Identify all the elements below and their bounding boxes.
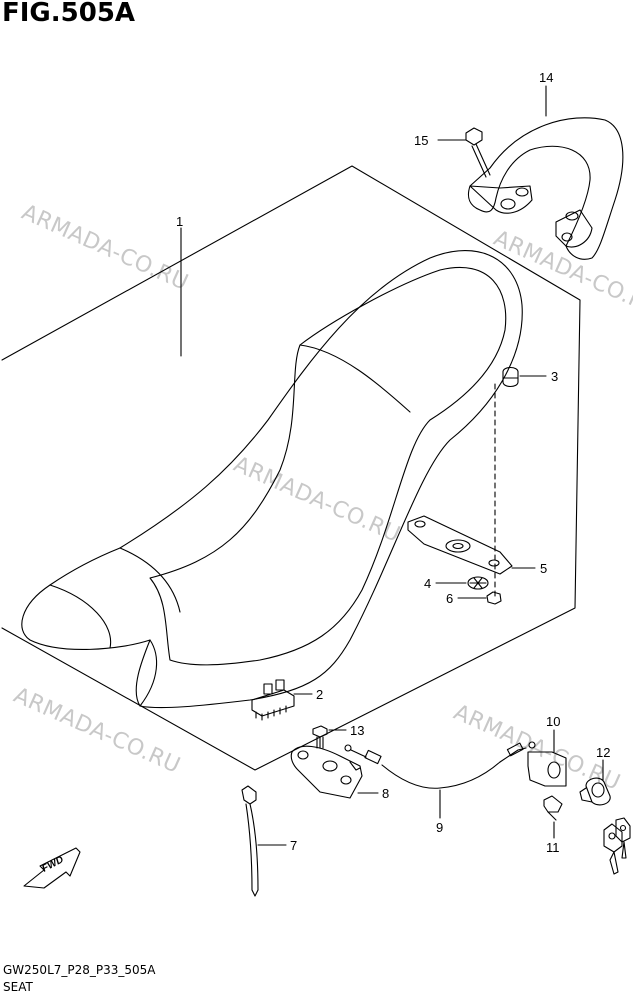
callout-6: 6 <box>446 591 453 606</box>
band-7 <box>241 785 257 805</box>
callout-14: 14 <box>539 70 553 85</box>
clip-11 <box>543 795 563 813</box>
seat-frame-box <box>1 165 581 771</box>
callout-10: 10 <box>546 714 560 729</box>
callout-9: 9 <box>436 820 443 835</box>
key-icon <box>603 823 623 853</box>
nut-6 <box>486 591 502 605</box>
grab-rail <box>467 117 624 260</box>
figure-caption: SEAT <box>3 980 33 994</box>
latch-8 <box>290 745 363 799</box>
key-icon <box>615 817 631 843</box>
callout-13: 13 <box>350 723 364 738</box>
callout-1: 1 <box>176 214 183 229</box>
screw-13 <box>312 725 328 738</box>
fwd-arrow-icon <box>23 847 81 889</box>
clip-2 <box>251 689 295 717</box>
seat-seam <box>139 639 158 707</box>
lock-bracket-10 <box>527 751 567 787</box>
lock-cylinder-12 <box>585 777 611 806</box>
cushion-3 <box>502 366 519 388</box>
grab-rail-mount <box>469 185 533 214</box>
callout-labels: 1 2 3 4 5 6 7 8 9 10 11 12 13 14 15 <box>176 70 610 855</box>
grommet-4 <box>467 576 489 590</box>
callout-15: 15 <box>414 133 428 148</box>
callout-7: 7 <box>290 838 297 853</box>
callout-11: 11 <box>546 840 560 855</box>
callout-3: 3 <box>551 369 558 384</box>
callout-2: 2 <box>316 687 323 702</box>
callout-12: 12 <box>596 745 610 760</box>
grab-rail-mount <box>555 209 593 248</box>
callout-8: 8 <box>382 786 389 801</box>
figure-title: FIG.505A <box>2 0 136 28</box>
callout-5: 5 <box>540 561 547 576</box>
seat-seam <box>299 344 411 413</box>
cable-9 <box>381 761 501 789</box>
seat-top-panel <box>149 266 507 666</box>
callout-4: 4 <box>424 576 431 591</box>
seat-seam <box>119 547 181 613</box>
bracket-5 <box>407 515 513 575</box>
seat-seam <box>49 584 112 649</box>
bolt-15 <box>465 127 483 146</box>
figure-code: GW250L7_P28_P33_505A <box>3 963 156 977</box>
seat-outline <box>21 250 523 709</box>
